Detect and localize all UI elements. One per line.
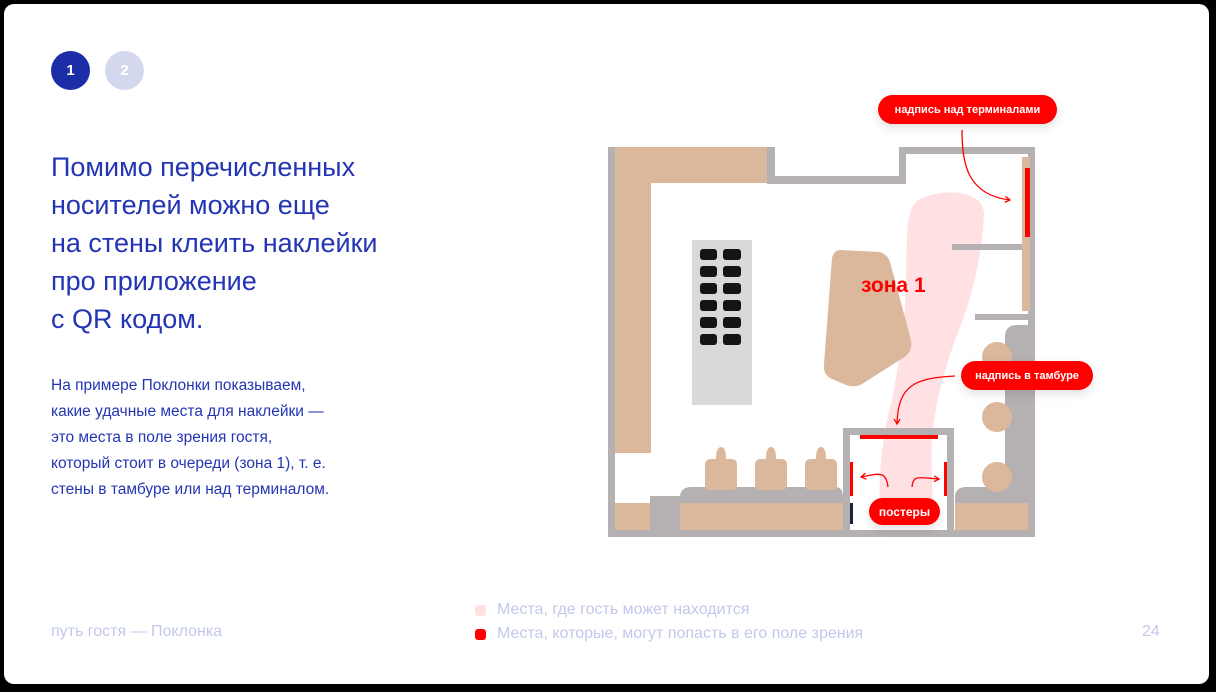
- pager: 1 2: [51, 51, 144, 90]
- footer-title: путь гостя — Поклонка: [51, 623, 223, 640]
- walls: [608, 147, 1035, 537]
- slide: 1 2 Помимо перечисленных носителей можно…: [4, 4, 1209, 684]
- vestibule-door: [850, 503, 853, 524]
- bench-seat: [680, 503, 843, 530]
- bottom-left-gray: [650, 496, 680, 530]
- guest-zone: [879, 192, 985, 505]
- page-dot-2[interactable]: 2: [105, 51, 144, 90]
- vestibule-left-highlight: [850, 462, 853, 496]
- arrow-vestibule: [893, 375, 956, 426]
- counter-l: [615, 147, 767, 453]
- page-dot-1[interactable]: 1: [51, 51, 90, 90]
- zone-label: зона 1: [861, 274, 926, 297]
- legend-label: Места, которые, могут попасть в его поле…: [497, 625, 864, 642]
- arrow-posters-right: [911, 475, 941, 488]
- body-text: На примере Поклонки показываем, какие уд…: [51, 377, 330, 498]
- central-table: [823, 250, 912, 387]
- floor-plan: [608, 129, 1035, 537]
- vestibule-top-highlight: [860, 435, 938, 439]
- callout-terminals: надпись над терминалами: [878, 95, 1057, 124]
- bottom-left-block: [615, 503, 651, 530]
- arrow-posters-left: [859, 472, 889, 488]
- legend-item-field-of-view: Места, которые, могут попасть в его поле…: [475, 622, 863, 646]
- page-number: 24: [1142, 623, 1160, 640]
- chairs: [705, 447, 837, 490]
- arrow-terminals: [961, 129, 1012, 203]
- headline: Помимо перечисленных носителей можно еще…: [51, 152, 378, 334]
- legend-swatch-red: [475, 628, 486, 640]
- legend-label: Места, где гость может находится: [497, 601, 750, 618]
- legend-item-guest-zone: Места, где гость может находится: [475, 598, 863, 622]
- terminal-sign-highlight: [1025, 168, 1030, 237]
- right-bench-seat: [955, 503, 1028, 530]
- vestibule-right-highlight: [944, 462, 947, 496]
- terminal-keys: [700, 249, 741, 345]
- callout-vestibule: надпись в тамбуре: [961, 361, 1093, 390]
- legend-swatch-pink: [475, 604, 486, 616]
- legend: Места, где гость может находится Места, …: [475, 598, 863, 646]
- callout-posters: постеры: [869, 498, 940, 525]
